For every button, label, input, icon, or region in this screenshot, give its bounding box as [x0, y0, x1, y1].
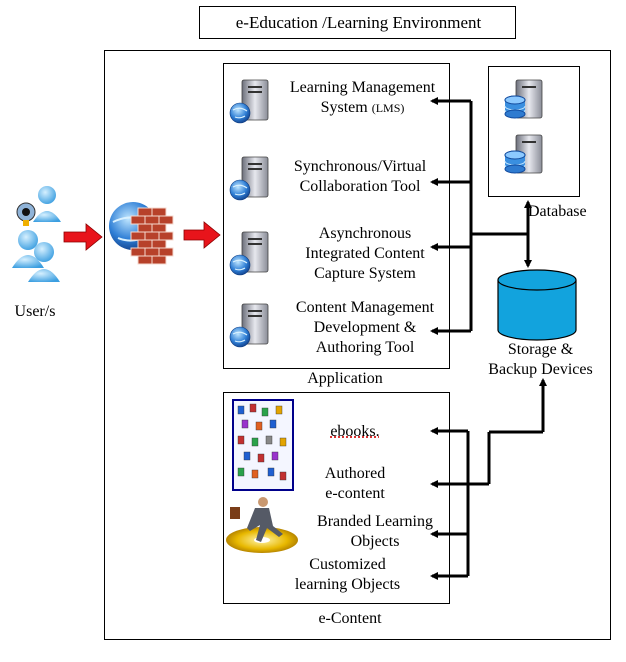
system-asynchronous: Asynchronous Integrated Content Capture … — [305, 225, 425, 282]
econtent-box — [223, 392, 450, 604]
books-icon — [232, 399, 294, 491]
database-disk-icon — [504, 79, 543, 119]
running-man-cd-icon — [226, 497, 298, 553]
econtent-ebooks: ebooks. — [330, 423, 380, 440]
econtent-authored: Authored e-content — [324, 465, 386, 502]
econtent-customized: Customized learning Objects — [294, 556, 401, 593]
econtent-connector-bus — [430, 378, 547, 580]
server-globe-icon — [229, 156, 269, 201]
system-content-management: Content Management Development & Authori… — [295, 299, 435, 356]
server-globe-icon — [229, 79, 269, 124]
outer-frame — [104, 50, 611, 640]
users-webcam-icon — [12, 186, 61, 282]
storage-cylinder-icon — [497, 269, 577, 341]
app-connector-bus — [430, 97, 532, 335]
server-globe-icon — [229, 231, 269, 276]
diagram-title: e-Education /Learning Environment — [235, 13, 482, 32]
red-arrow-firewall-to-application — [183, 221, 221, 249]
econtent-label: e-Content — [318, 610, 382, 627]
firewall-globe-icon — [109, 202, 174, 265]
system-synchronous: Synchronous/Virtual Collaboration Tool — [293, 158, 427, 195]
application-label: Application — [307, 370, 383, 387]
title-box: e-Education /Learning Environment — [199, 6, 516, 39]
database-disk-icon — [504, 134, 543, 174]
database-box — [488, 66, 580, 197]
storage-label: Storage & Backup Devices — [488, 341, 593, 378]
server-globe-icon — [229, 303, 269, 348]
system-lms: Learning Management System (LMS) — [289, 79, 436, 116]
database-label: Database — [528, 203, 587, 220]
users-label: User/s — [14, 303, 56, 320]
econtent-branded: Branded Learning Objects — [317, 513, 433, 550]
red-arrow-users-to-firewall — [63, 223, 103, 251]
application-box — [223, 63, 450, 369]
